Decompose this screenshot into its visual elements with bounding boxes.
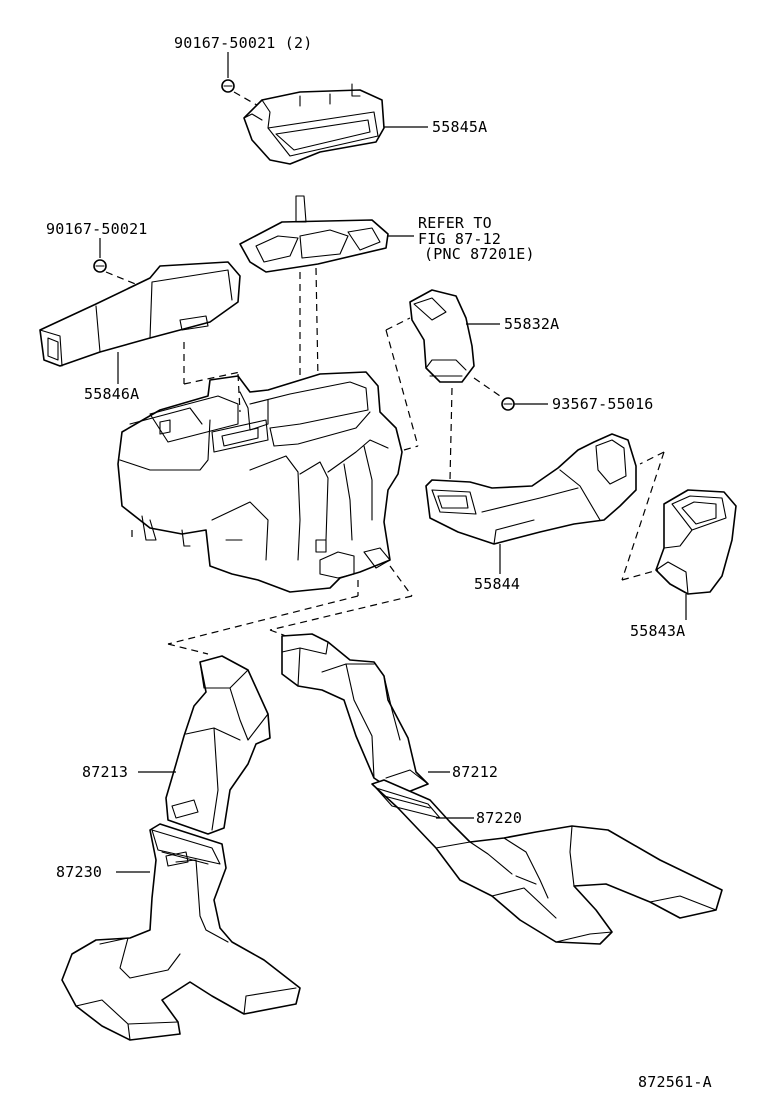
part-55845a-duct — [243, 83, 428, 165]
heater-unit-assembly — [117, 342, 419, 645]
label-screw-top: 90167-50021 (2) — [174, 34, 312, 52]
label-part-55846a: 55846A — [84, 385, 139, 403]
label-part-87220: 87220 — [476, 809, 522, 827]
label-part-55832a: 55832A — [504, 315, 559, 333]
label-part-55844: 55844 — [474, 575, 520, 593]
label-refer-line3: (PNC 87201E) — [424, 245, 535, 263]
label-part-87213: 87213 — [82, 763, 128, 781]
part-87230-duct — [61, 823, 301, 1041]
part-55832a-elbow — [385, 289, 500, 481]
part-55846a-duct — [39, 261, 241, 384]
label-screw-left: 90167-50021 — [46, 220, 148, 238]
label-part-55843a: 55843A — [630, 622, 685, 640]
label-screw-right: 93567-55016 — [552, 395, 654, 413]
label-part-87212: 87212 — [452, 763, 498, 781]
part-87213-duct — [138, 643, 271, 835]
label-figure-id: 872561-A — [638, 1073, 712, 1091]
label-refer-line1: REFER TO — [418, 214, 492, 232]
upper-bracket-part — [239, 195, 414, 381]
label-part-55845a: 55845A — [432, 118, 487, 136]
part-55844-duct — [425, 433, 637, 574]
part-87220-duct — [371, 779, 723, 945]
screw-right-icon — [473, 377, 548, 411]
part-55843a-outlet — [621, 451, 737, 620]
screw-top-icon — [221, 52, 263, 109]
label-part-87230: 87230 — [56, 863, 102, 881]
part-87212-duct — [269, 629, 450, 793]
label-refer-line2: FIG 87-12 — [418, 230, 501, 248]
